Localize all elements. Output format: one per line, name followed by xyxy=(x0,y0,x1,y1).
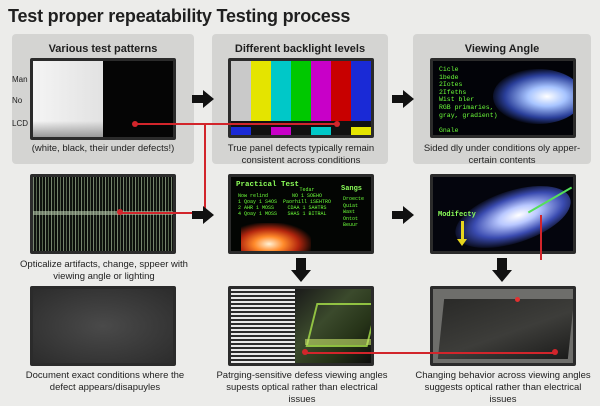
angle-list-item: 2Iotes xyxy=(439,81,463,89)
screen-line-artifacts xyxy=(30,174,176,254)
color-bar xyxy=(271,61,291,121)
arrow-down-icon xyxy=(492,258,512,282)
caption-document: Document exact conditions where the defe… xyxy=(20,370,190,394)
angle-list-item: Cicle xyxy=(439,66,459,73)
yellow-arrow-icon xyxy=(461,221,464,241)
angle-list-item xyxy=(439,119,498,127)
practical-mid-line: SHAS 1 BITRAL xyxy=(287,211,327,217)
practical-mid-line: Paorhill 1SEHTRO xyxy=(283,199,332,205)
angle-list-item: RGB primaries, xyxy=(439,103,494,111)
column-heading-patterns: Various test patterns xyxy=(48,43,158,55)
color-bar xyxy=(291,61,311,121)
side-label-man: Man xyxy=(12,75,28,84)
modify-label: Modifecty xyxy=(438,211,476,219)
practical-mid-line: CDAA 1 SAHTRS xyxy=(287,205,327,211)
practical-line: 4 Qoay 1 MOSS xyxy=(238,211,278,217)
songs-line: Quiat xyxy=(343,202,359,209)
caption-angled-line1: Changing behavior across viewing angles xyxy=(415,370,591,381)
practical-line: 2 AHR 1 MOSS xyxy=(238,205,275,211)
songs-line: Droecte xyxy=(343,196,365,202)
practical-mid-line: NO 1 SOEHO xyxy=(292,193,323,199)
page-title: Test proper repeatability Testing proces… xyxy=(8,6,351,26)
caption-document-line2: defect appears/disapuyles xyxy=(49,382,161,393)
practical-title: Practical Test xyxy=(236,181,300,189)
arrow-right-icon xyxy=(192,206,214,224)
caption-viewing-line1: Sided dly under conditions oly apper- xyxy=(423,143,581,154)
caption-viewing-angle: Sided dly under conditions oly apper- ce… xyxy=(415,143,589,167)
column-heading-viewing-angle: Viewing Angle xyxy=(464,43,540,55)
angle-list-item: gray, gradient) xyxy=(439,111,498,119)
caption-stripes-line1: Patrging-sensitive defess viewing angles xyxy=(216,370,388,381)
angle-list-item: 2Ifeths xyxy=(439,88,467,96)
caption-backlight-line1: True panel defects typically remain xyxy=(227,143,375,154)
caption-angled-line2: suggests optical rather than electrical … xyxy=(424,382,582,405)
screen-modify-angle: Modifecty xyxy=(430,174,576,254)
arrow-down-icon xyxy=(291,258,311,282)
color-bar xyxy=(251,61,271,121)
glow-shape xyxy=(241,223,311,251)
songs-line: Wast xyxy=(343,209,356,215)
caption-artifacts-line2: viewing angle or lighting xyxy=(53,271,155,282)
songs-line: Beuur xyxy=(343,222,359,228)
side-label-no: No xyxy=(12,96,23,105)
caption-document-line1: Document exact conditions where the xyxy=(25,370,185,381)
color-bar xyxy=(231,61,251,121)
color-bars xyxy=(231,61,371,121)
practical-line: 1 Qoay 1 S4OS xyxy=(238,199,278,205)
caption-backlight: True panel defects typically remain cons… xyxy=(216,143,386,167)
caption-angled: Changing behavior across viewing angles … xyxy=(415,370,591,406)
color-bar xyxy=(351,61,371,121)
songs-title: Sangs xyxy=(341,185,363,193)
side-label-lcd: LCD xyxy=(12,119,29,128)
angle-list-item: Gnale xyxy=(439,126,459,134)
column-heading-backlight: Different backlight levels xyxy=(234,43,366,55)
caption-stripes-line2: supests optical rather than electrical i… xyxy=(226,382,378,405)
caption-backlight-line2: consistent across conditions xyxy=(241,155,361,166)
color-bar xyxy=(331,61,351,121)
arrow-right-icon xyxy=(392,90,414,108)
screen-color-bars xyxy=(228,58,374,138)
screen-gray-uniform xyxy=(30,286,176,366)
screen-white-black-pattern xyxy=(30,58,176,140)
caption-viewing-line2: certain contents xyxy=(468,155,536,166)
caption-artifacts-line1: Opticalize artifacts, change, sppeer wit… xyxy=(20,259,188,270)
songs-line: Ontot xyxy=(343,215,359,222)
arrow-right-icon xyxy=(392,206,414,224)
red-connector xyxy=(135,123,337,125)
caption-stripes: Patrging-sensitive defess viewing angles… xyxy=(213,370,391,406)
angle-list-item: Wist bler xyxy=(439,96,475,104)
practical-line: Now relind xyxy=(238,193,269,199)
arrow-right-icon xyxy=(192,90,214,108)
caption-patterns: (white, black, their under defects!) xyxy=(31,143,175,154)
caption-artifacts: Opticalize artifacts, change, sppeer wit… xyxy=(14,259,194,283)
color-bar xyxy=(311,61,331,121)
screen-stripes-train xyxy=(228,286,374,366)
practical-mid-line: Tedar xyxy=(299,187,315,193)
angle-list-item: 1bede xyxy=(439,73,459,81)
